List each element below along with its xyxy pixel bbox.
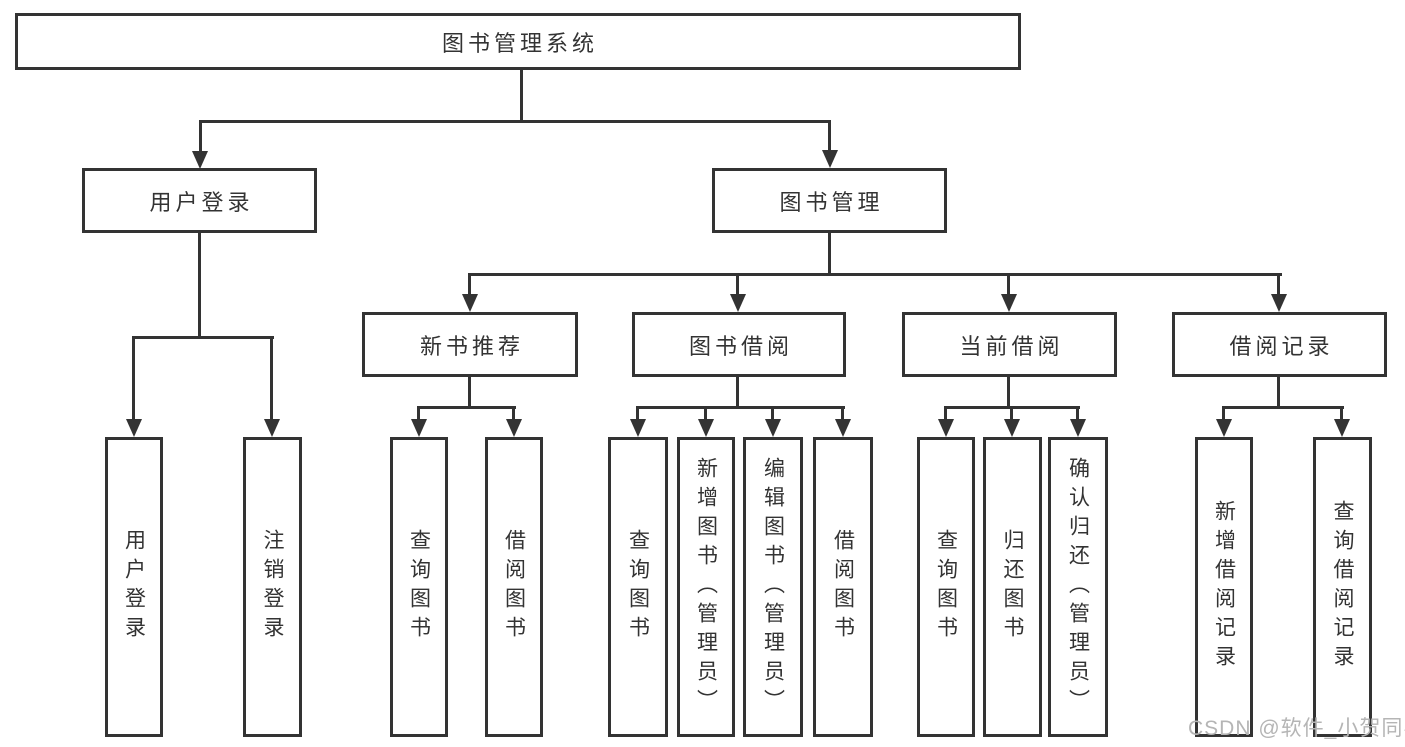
connector-line <box>944 406 947 422</box>
arrow-down-icon <box>730 294 746 312</box>
leaf-add-borrow-record: 新增借阅记录 <box>1195 437 1253 737</box>
node-borrowing-records: 借阅记录 <box>1172 312 1387 377</box>
arrow-down-icon <box>630 419 646 437</box>
arrow-down-icon <box>822 150 838 168</box>
connector-line <box>1222 406 1225 422</box>
arrow-down-icon <box>1271 294 1287 312</box>
connector-line <box>1277 377 1280 406</box>
leaf-borrow-books-recommend: 借阅图书 <box>485 437 543 737</box>
node-current-borrowing: 当前借阅 <box>902 312 1117 377</box>
connector-line <box>736 273 739 298</box>
arrow-down-icon <box>1070 419 1086 437</box>
node-user-login: 用户登录 <box>82 168 317 233</box>
connector-line <box>1007 273 1010 298</box>
connector-line <box>636 406 845 409</box>
connector-line <box>468 273 471 298</box>
leaf-borrow-books: 借阅图书 <box>813 437 873 737</box>
connector-line <box>828 233 831 273</box>
arrow-down-icon <box>126 419 142 437</box>
arrow-down-icon <box>765 419 781 437</box>
connector-line <box>199 120 202 153</box>
connector-line <box>1222 406 1344 409</box>
connector-line <box>512 406 515 422</box>
connector-line <box>199 120 831 123</box>
leaf-add-books-admin: 新增图书（管理员） <box>677 437 735 737</box>
node-book-management: 图书管理 <box>712 168 947 233</box>
arrow-down-icon <box>1004 419 1020 437</box>
connector-line <box>198 233 201 336</box>
connector-line <box>270 336 273 422</box>
leaf-return-books: 归还图书 <box>983 437 1042 737</box>
arrow-down-icon <box>192 151 208 169</box>
connector-line <box>469 273 1282 276</box>
node-new-book-recommend: 新书推荐 <box>362 312 578 377</box>
connector-line <box>1007 377 1010 406</box>
watermark-text: CSDN @软件_小贺同学 <box>1188 717 1405 740</box>
connector-line <box>1010 406 1013 422</box>
arrow-down-icon <box>462 294 478 312</box>
connector-line <box>468 377 471 406</box>
arrow-down-icon <box>411 419 427 437</box>
connector-line <box>636 406 639 422</box>
node-book-borrowing: 图书借阅 <box>632 312 846 377</box>
connector-line <box>132 336 274 339</box>
connector-line <box>771 406 774 422</box>
leaf-confirm-return-admin: 确认归还（管理员） <box>1048 437 1108 737</box>
connector-line <box>417 406 516 409</box>
arrow-down-icon <box>1334 419 1350 437</box>
leaf-edit-books-admin: 编辑图书（管理员） <box>743 437 803 737</box>
leaf-query-books-borrowing: 查询图书 <box>608 437 668 737</box>
arrow-down-icon <box>938 419 954 437</box>
arrow-down-icon <box>506 419 522 437</box>
node-root: 图书管理系统 <box>15 13 1021 70</box>
arrow-down-icon <box>1001 294 1017 312</box>
leaf-query-borrow-record: 查询借阅记录 <box>1313 437 1372 737</box>
connector-line <box>1277 273 1280 298</box>
arrow-down-icon <box>1216 419 1232 437</box>
leaf-query-books-recommend: 查询图书 <box>390 437 448 737</box>
connector-line <box>1340 406 1343 422</box>
arrow-down-icon <box>835 419 851 437</box>
connector-line <box>828 120 831 152</box>
leaf-logout: 注销登录 <box>243 437 302 737</box>
connector-line <box>704 406 707 422</box>
connector-line <box>736 377 739 406</box>
connector-line <box>1076 406 1079 422</box>
arrow-down-icon <box>264 419 280 437</box>
connector-line <box>132 336 135 422</box>
leaf-user-login: 用户登录 <box>105 437 163 737</box>
arrow-down-icon <box>698 419 714 437</box>
connector-line <box>841 406 844 422</box>
leaf-query-books-current: 查询图书 <box>917 437 975 737</box>
connector-line <box>417 406 420 422</box>
connector-line <box>520 69 523 120</box>
